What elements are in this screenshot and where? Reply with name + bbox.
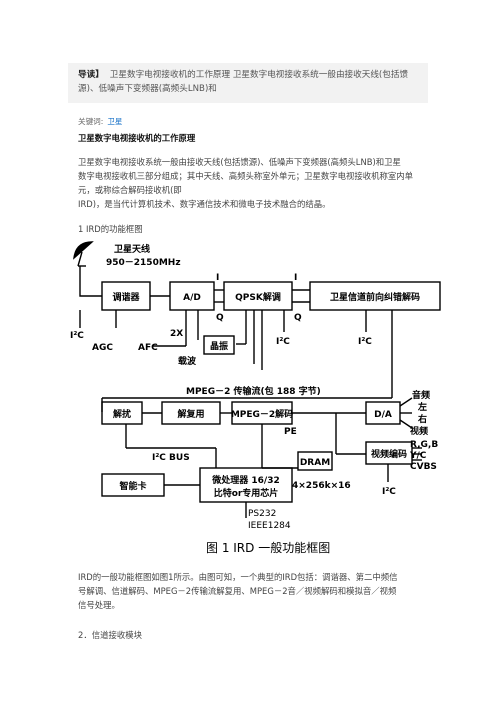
p1-line-4: IRD)，是当代计算机技术、数字通信技术和微电子技术融合的结晶。 <box>78 199 331 209</box>
qpsk-label: QPSK解调 <box>235 291 281 303</box>
agc-label: AGC <box>92 343 113 353</box>
audio-label: 音频 <box>412 389 430 401</box>
i2c-label-1: I²C <box>70 331 84 341</box>
intro-line-1: 卫星数字电视接收机的工作原理 卫星数字电视接收系统一般由接收天线(包括馈 <box>109 70 409 80</box>
p2-line-2: 号解调、信道解码、MPEG－2传输流解复用、MPEG－2音／视频解码和模拟音／视… <box>78 586 397 596</box>
intro-label: 导读】 <box>78 70 104 80</box>
ps232-label: PS232 <box>248 509 276 519</box>
p1-line-3: 元，或称综合解码接收机(即 <box>78 185 182 195</box>
tuner-label: 调谐器 <box>112 291 140 303</box>
i-label-1: I <box>216 273 219 283</box>
pe-label: PE <box>284 427 297 437</box>
antenna-icon <box>73 241 94 267</box>
descramble-label: 解扰 <box>113 408 131 420</box>
q-label-2: Q <box>294 313 302 323</box>
i2c-label-2: I²C <box>276 337 290 347</box>
q-label-1: Q <box>216 313 224 323</box>
keyword-tag[interactable]: 卫星 <box>107 117 123 126</box>
keywords: 关键词:卫星 <box>78 116 123 127</box>
da-label: D/A <box>374 410 392 420</box>
i-label-2: I <box>294 273 297 283</box>
dram-size-label: 4×256k×16 <box>292 481 351 491</box>
ird-block-diagram: 卫星天线 950－2150MHz 调谐器 A/D QPSK解调 卫星信道前向纠错… <box>70 241 441 555</box>
ieee-label: IEEE1284 <box>248 521 291 531</box>
mcu-label-2: 比特or专用芯片 <box>214 487 279 499</box>
intro-box: 导读】卫星数字电视接收机的工作原理 卫星数字电视接收系统一般由接收天线(包括馈源… <box>68 63 428 103</box>
antenna-label: 卫星天线 <box>114 243 150 255</box>
mpeg-decoder-label: MPEG－2解码 <box>231 408 293 420</box>
rgb-label: R,G,B <box>410 440 438 450</box>
ad-label: A/D <box>183 293 201 303</box>
fec-box <box>309 281 441 311</box>
video-label: 视频 <box>410 425 428 437</box>
cvbs-label: CVBS <box>410 462 437 472</box>
video-encoder-box <box>365 441 413 465</box>
carrier-label: 载波 <box>178 355 197 367</box>
i2c-label-3: I²C <box>358 337 372 347</box>
clock-label: 晶振 <box>210 340 229 352</box>
right-label: 右 <box>417 413 427 425</box>
section-1-title: 1 IRD的功能框图 <box>78 224 143 234</box>
i2c-label-4: I²C <box>382 487 396 497</box>
smartcard-label: 智能卡 <box>119 480 146 492</box>
p1-line-1: 卫星数字电视接收系统一般由接收天线(包括馈源)、低噪声下变频器(高频头LNB)和… <box>78 157 401 167</box>
p1-line-2: 数字电视接收机三部分组成；其中天线、高频头称室外单元；卫星数字电视接收机称室内单 <box>78 171 413 181</box>
freq-label: 950－2150MHz <box>106 258 181 268</box>
clock-box <box>203 335 235 355</box>
qpsk-box <box>223 281 293 311</box>
section-2-title: 2．信道接收模块 <box>78 630 142 640</box>
bus-label: I²C BUS <box>152 453 190 463</box>
dram-label: DRAM <box>300 458 330 468</box>
diagram-caption: 图 1 IRD 一般功能框图 <box>206 540 330 555</box>
fec-label: 卫星信道前向纠错解码 <box>330 291 420 303</box>
dram-box <box>297 451 333 471</box>
paragraph-2: IRD的一般功能框图如图1所示。由图可知，一个典型的IRD包括：调谐器、第二中频… <box>78 570 428 612</box>
yc-label: Y/C <box>409 451 427 461</box>
afc-label: AFC <box>138 343 158 353</box>
article-heading: 卫星数字电视接收机的工作原理 <box>78 133 196 143</box>
mcu-label-1: 微处理器 16/32 <box>211 474 279 486</box>
mpeg-stream-label: MPEG－2 传输流(包 188 字节) <box>186 385 321 397</box>
carrier-2x-label: 2X <box>170 329 183 339</box>
demux-label: 解复用 <box>177 408 204 420</box>
paragraph-1: 卫星数字电视接收系统一般由接收天线(包括馈源)、低噪声下变频器(高频头LNB)和… <box>78 155 428 211</box>
keywords-label: 关键词: <box>78 117 104 126</box>
p2-line-1: IRD的一般功能框图如图1所示。由图可知，一个典型的IRD包括：调谐器、第二中频… <box>78 572 398 582</box>
left-label: 左 <box>417 401 427 413</box>
intro-line-2: 源)、低噪声下变频器(高频头LNB)和 <box>78 84 217 94</box>
p2-line-3: 信号处理。 <box>78 600 120 610</box>
video-encoder-label: 视频编码 <box>371 448 407 460</box>
